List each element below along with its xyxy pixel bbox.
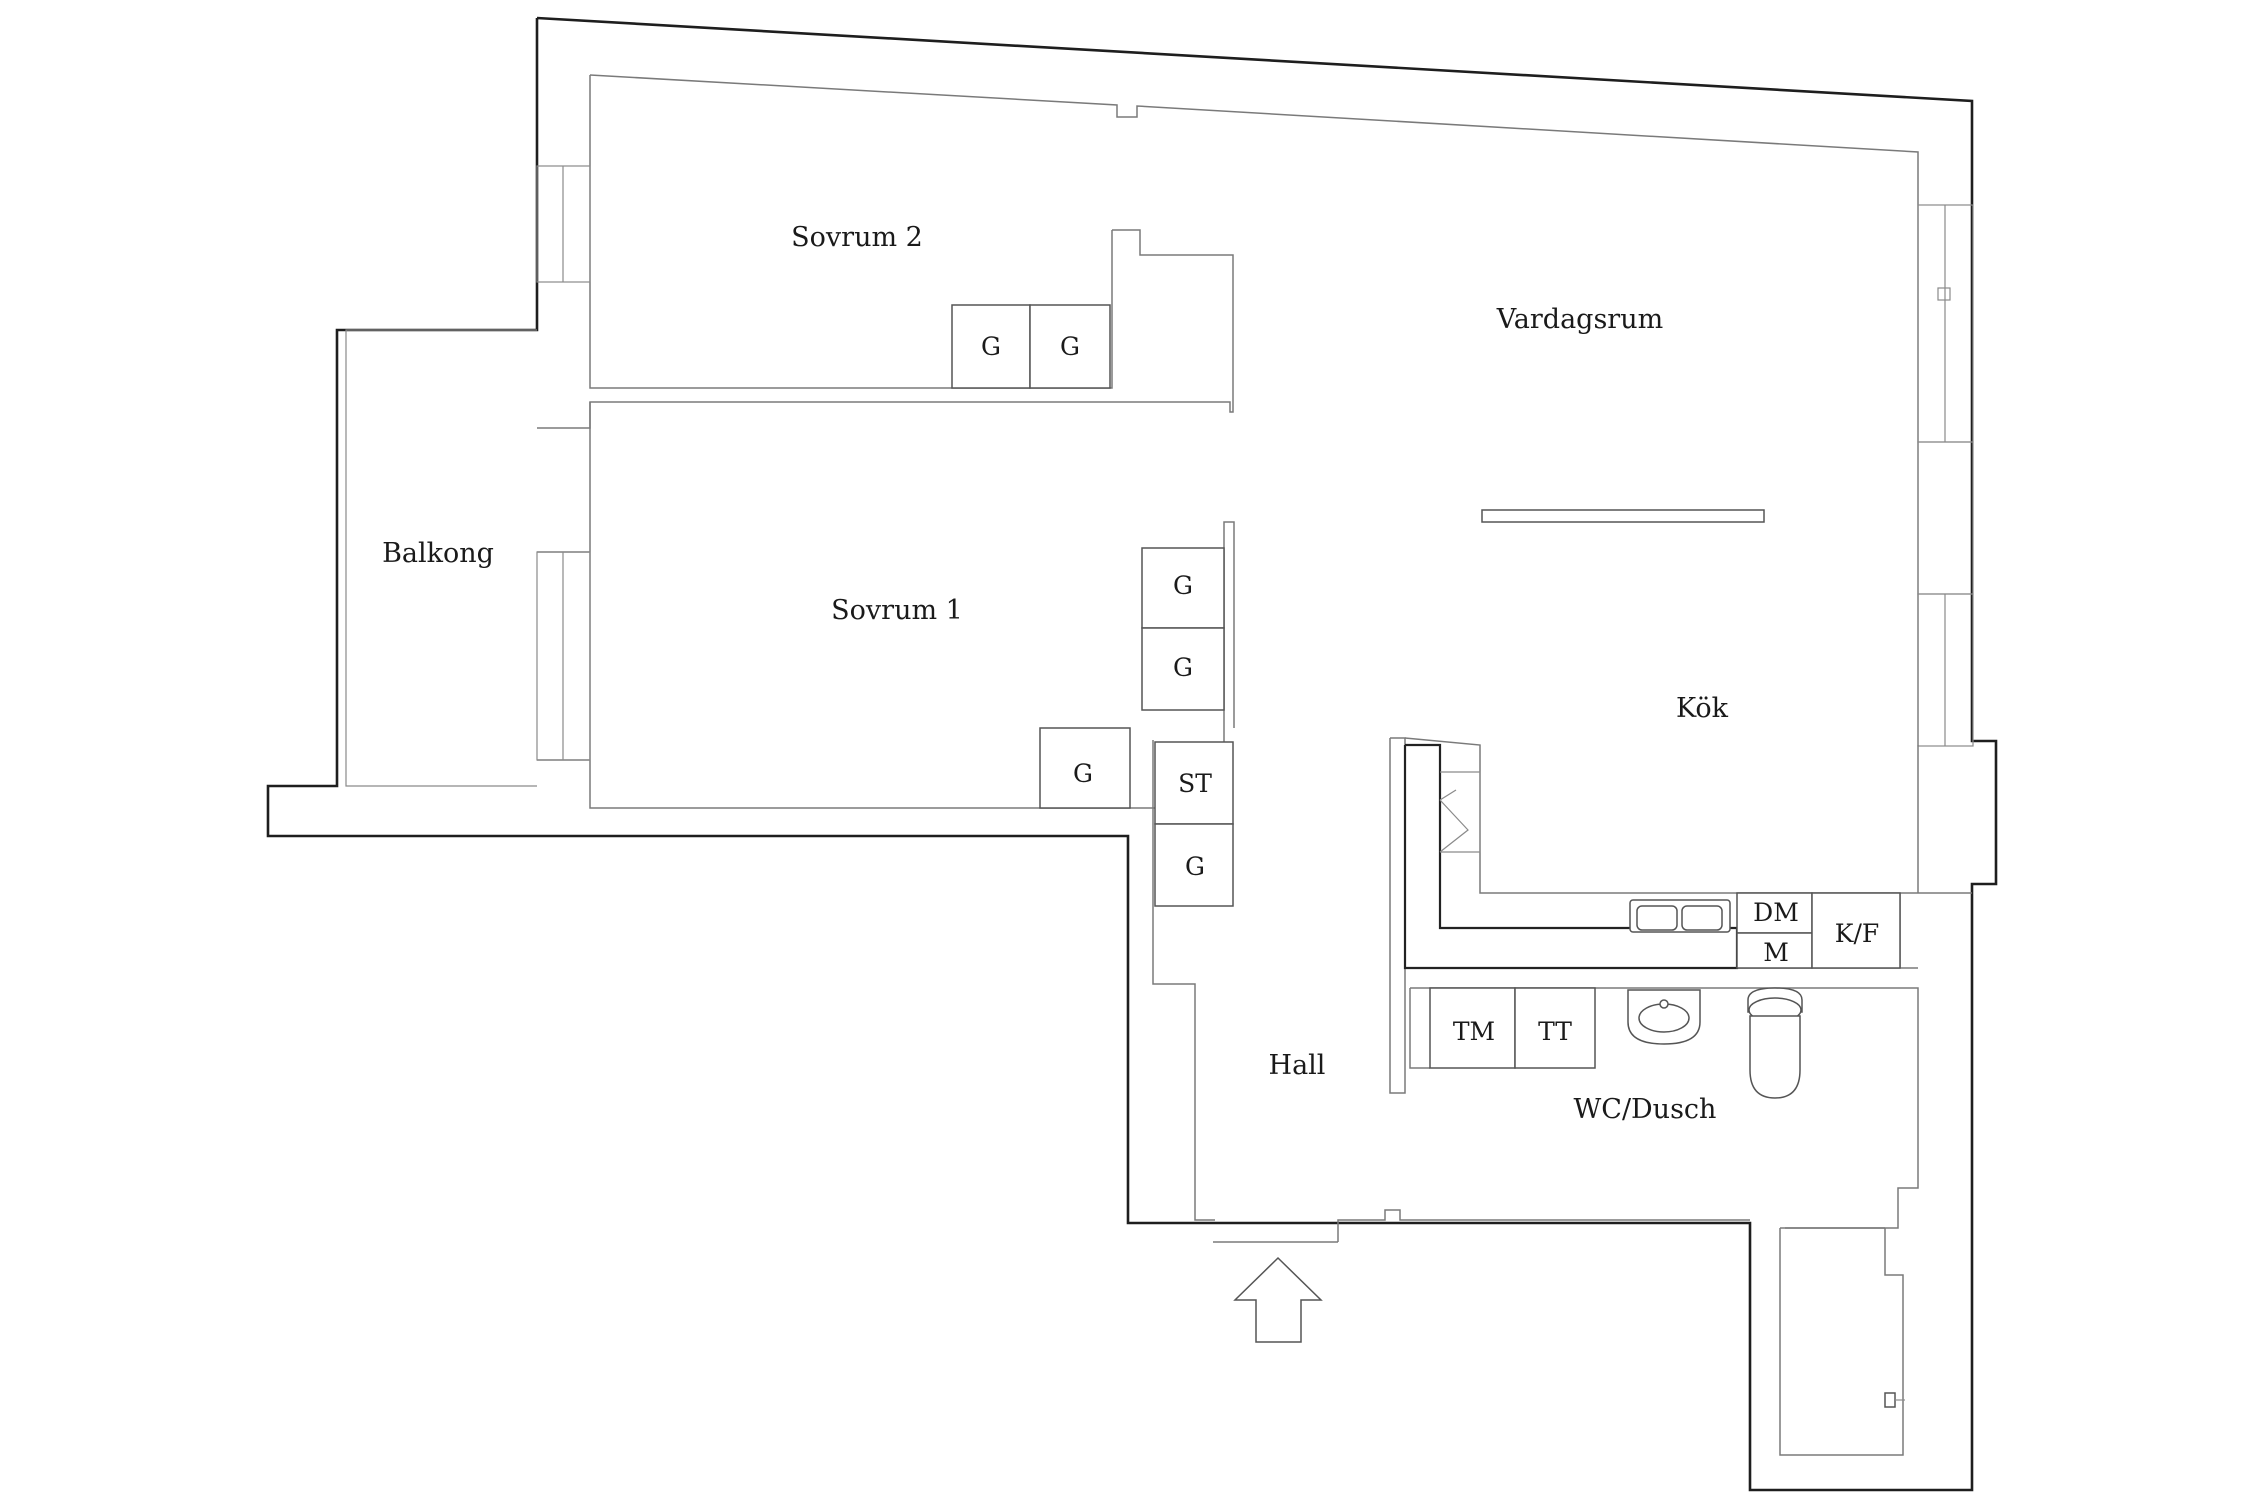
washbasin-icon — [1627, 989, 1701, 1045]
label-hall: Hall — [1269, 1050, 1326, 1081]
wardrobe-label: G — [1060, 332, 1080, 361]
exterior-walls — [266, 16, 1998, 1492]
kitchen-sink-icon — [1629, 899, 1731, 933]
wardrobe-label: G — [1173, 653, 1193, 682]
washing-machine-label: TM — [1453, 1017, 1495, 1046]
storage-label: ST — [1178, 769, 1212, 798]
dryer-label: TT — [1538, 1017, 1572, 1046]
label-balkong: Balkong — [382, 538, 494, 569]
label-vardagsrum: Vardagsrum — [1496, 304, 1663, 335]
fixture-boxes — [951, 304, 1901, 1069]
fixture-labels: G G G G G ST G DM M K/F TM TT — [981, 332, 1879, 1046]
toilet-icon — [1747, 987, 1803, 1099]
label-sovrum-2: Sovrum 2 — [791, 222, 923, 253]
shower-tap-icon — [1884, 1392, 1905, 1408]
microwave-label: M — [1763, 938, 1789, 967]
wardrobe-label: G — [1073, 759, 1093, 788]
label-kok: Kök — [1676, 693, 1729, 724]
wardrobe-label: G — [981, 332, 1001, 361]
wardrobe-label: G — [1185, 852, 1205, 881]
arrow-up-icon — [1233, 1256, 1323, 1343]
wardrobe-label: G — [1173, 571, 1193, 600]
fridge-freezer-label: K/F — [1835, 919, 1879, 948]
label-wc-dusch: WC/Dusch — [1574, 1094, 1717, 1125]
dishwasher-label: DM — [1753, 898, 1799, 927]
kitchen-counter — [1403, 743, 1739, 970]
room-labels: Sovrum 2 Vardagsrum Balkong Sovrum 1 Kök… — [382, 222, 1729, 1125]
label-sovrum-1: Sovrum 1 — [831, 595, 963, 626]
